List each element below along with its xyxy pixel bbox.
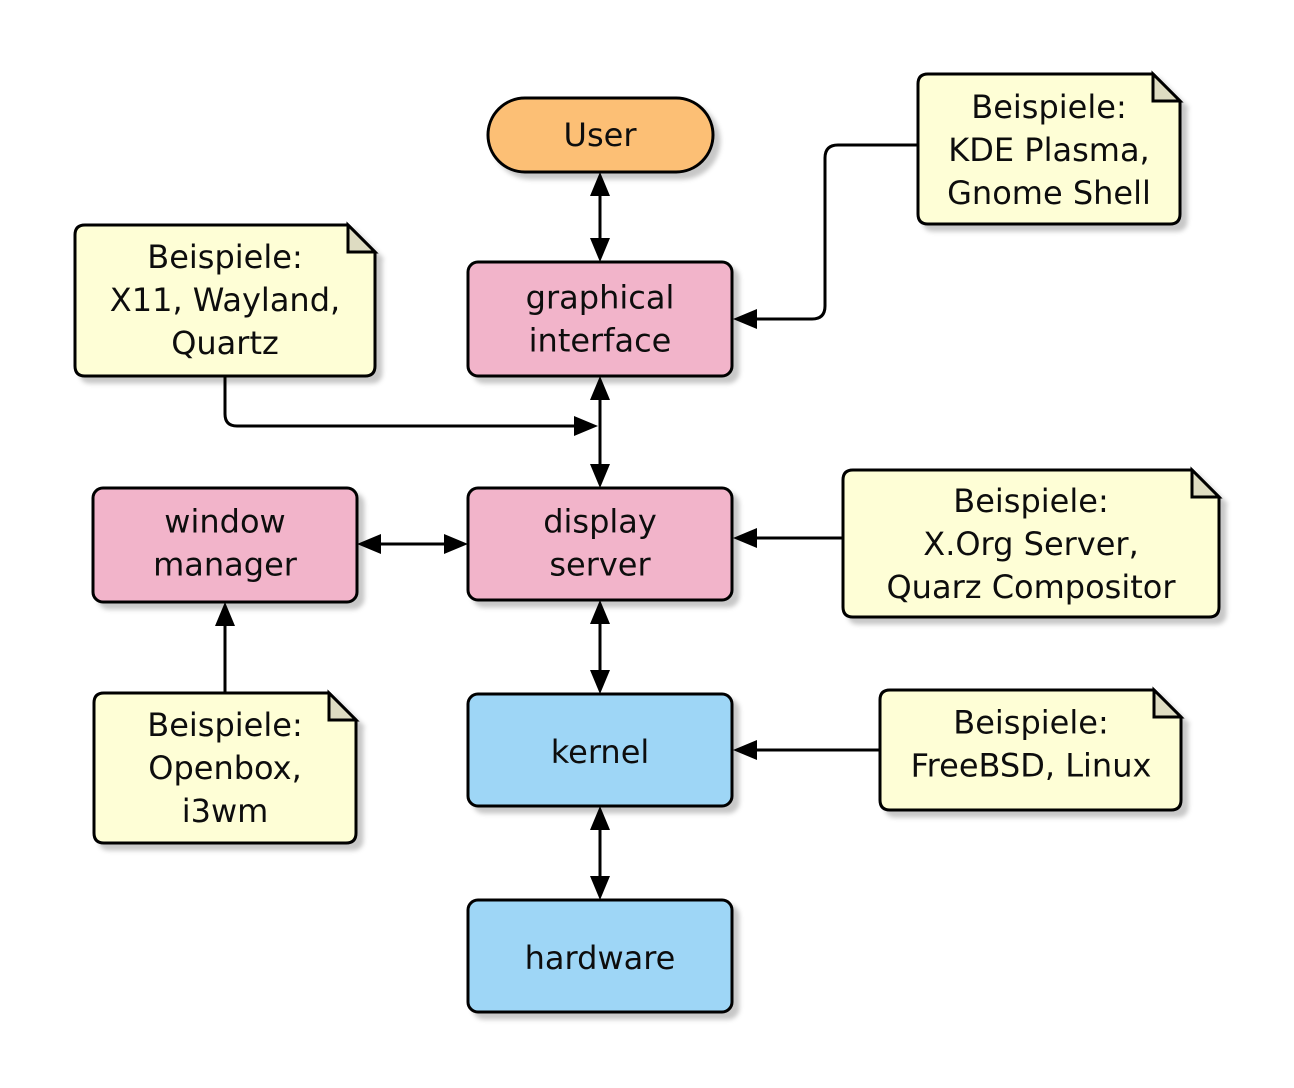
label-line: manager xyxy=(153,546,298,584)
note-server-examples: Beispiele: X.Org Server, Quarz Compositor xyxy=(841,466,1223,619)
arrowhead-left-icon xyxy=(733,309,757,329)
label-line: graphical xyxy=(526,279,675,317)
window-manager-node: window manager xyxy=(91,486,359,604)
arrowhead-up-icon xyxy=(590,806,610,830)
connectors xyxy=(215,143,918,900)
label-line: User xyxy=(564,116,638,154)
label-line: Openbox, xyxy=(148,749,301,787)
note-wm-examples: Beispiele: Openbox, i3wm xyxy=(92,689,360,845)
display-server-node: display server xyxy=(466,486,734,602)
note-wm-examples-text: Beispiele: Openbox, i3wm xyxy=(147,706,302,830)
label-line: Beispiele: xyxy=(953,704,1108,742)
note-kernel-examples: Beispiele: FreeBSD, Linux xyxy=(878,686,1185,812)
arrowhead-up-icon xyxy=(590,600,610,624)
arrowhead-up-icon xyxy=(590,172,610,196)
hardware-node: hardware xyxy=(466,898,734,1014)
label-line: kernel xyxy=(551,733,650,771)
user-node: User xyxy=(486,96,715,174)
label-line: hardware xyxy=(525,939,676,977)
label-line: Beispiele: xyxy=(953,482,1108,520)
note-protocol-examples-text: Beispiele: X11, Wayland, Quartz xyxy=(110,238,340,362)
arrowhead-up-icon xyxy=(590,376,610,400)
note-desktop-examples: Beispiele: KDE Plasma, Gnome Shell xyxy=(916,70,1184,226)
graphical-interface-node: graphical interface xyxy=(466,260,734,378)
label-line: Beispiele: xyxy=(147,706,302,744)
note-server-examples-text: Beispiele: X.Org Server, Quarz Compositor xyxy=(886,482,1176,606)
label-line: X11, Wayland, xyxy=(110,281,340,319)
label-line: X.Org Server, xyxy=(923,525,1138,563)
arrowhead-left-icon xyxy=(357,534,381,554)
label-line: FreeBSD, Linux xyxy=(911,747,1152,785)
window-manager-label: window manager xyxy=(153,503,298,584)
label-line: server xyxy=(549,546,651,584)
label-line: window xyxy=(164,503,285,541)
arrowhead-down-icon xyxy=(590,464,610,488)
connector-desktop-examples xyxy=(752,143,918,321)
example-notes: Beispiele: KDE Plasma, Gnome Shell Beispie… xyxy=(73,70,1223,845)
label-line: i3wm xyxy=(182,792,269,830)
kernel-label: kernel xyxy=(551,733,650,771)
arrowhead-left-icon xyxy=(733,528,757,548)
arrowhead-down-icon xyxy=(590,238,610,262)
note-desktop-examples-text: Beispiele: KDE Plasma, Gnome Shell xyxy=(947,88,1151,212)
stack-nodes: User graphical interface window manager di… xyxy=(91,96,734,1014)
graphical-interface-label: graphical interface xyxy=(526,279,675,360)
label-line: Quartz xyxy=(171,324,279,362)
note-protocol-examples: Beispiele: X11, Wayland, Quartz xyxy=(73,221,379,378)
label-line: interface xyxy=(529,322,672,360)
display-server-label: display server xyxy=(543,503,657,584)
arrowhead-right-icon xyxy=(444,534,468,554)
arrowhead-left-icon xyxy=(733,740,757,760)
note-kernel-examples-text: Beispiele: FreeBSD, Linux xyxy=(911,704,1152,785)
label-line: Quarz Compositor xyxy=(886,568,1176,606)
hardware-label: hardware xyxy=(525,939,676,977)
arrowhead-down-icon xyxy=(590,670,610,694)
kernel-node: kernel xyxy=(466,692,734,808)
label-line: Gnome Shell xyxy=(947,174,1151,212)
label-line: display xyxy=(543,503,657,541)
connector-protocol-examples xyxy=(223,376,580,428)
label-line: Beispiele: xyxy=(147,238,302,276)
label-line: Beispiele: xyxy=(971,88,1126,126)
label-line: KDE Plasma, xyxy=(948,131,1149,169)
arrowhead-right-icon xyxy=(574,416,598,436)
user-label: User xyxy=(564,116,638,154)
arrowhead-up-icon xyxy=(215,602,235,626)
arrowhead-down-icon xyxy=(590,876,610,900)
